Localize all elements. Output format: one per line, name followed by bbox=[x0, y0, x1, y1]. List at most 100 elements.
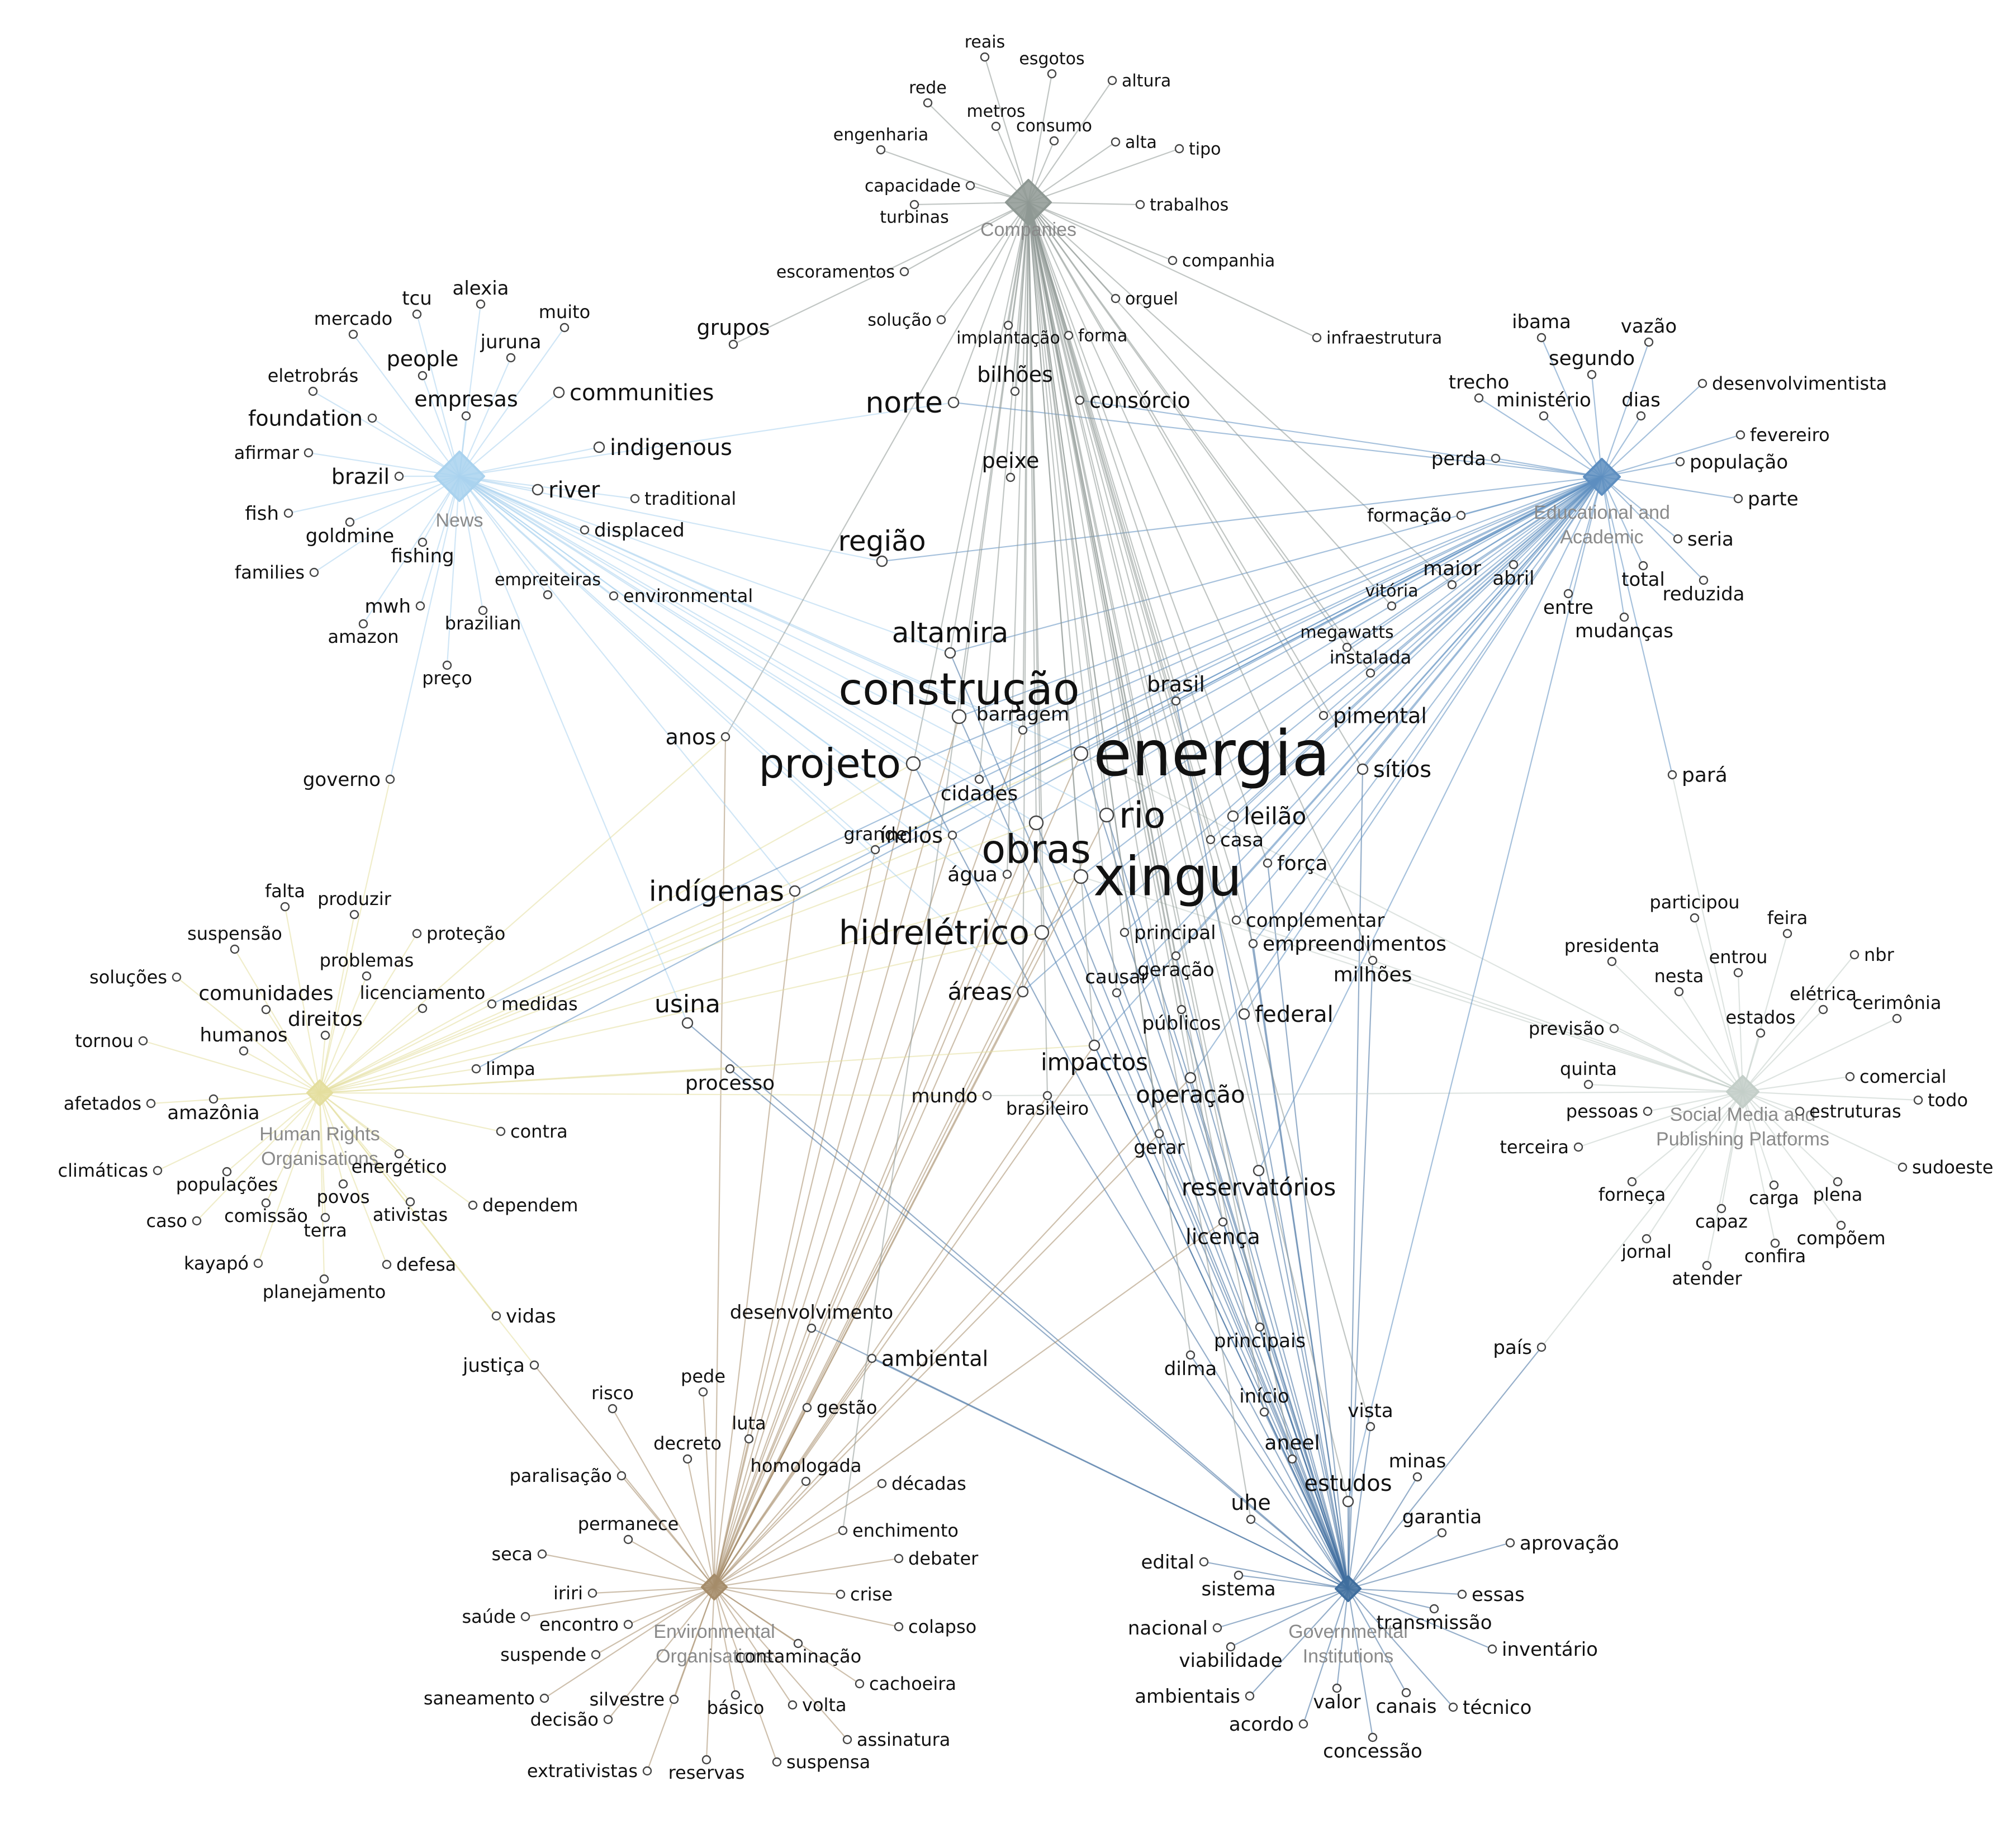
edge-governmental-105 bbox=[1180, 1009, 1349, 1589]
word-label: compõem bbox=[1796, 1228, 1885, 1249]
word-node-dot bbox=[980, 52, 990, 62]
edge-educational-61 bbox=[1601, 476, 1739, 500]
hub-label-line: News bbox=[435, 510, 483, 531]
word-node-dot bbox=[909, 200, 919, 210]
word-node-dot bbox=[951, 709, 967, 724]
word-label: estruturas bbox=[1809, 1101, 1901, 1122]
word-node-dot bbox=[1042, 1091, 1052, 1101]
word-node-dot bbox=[630, 494, 640, 504]
word-label: vista bbox=[1348, 1400, 1393, 1422]
word-label: cerimônia bbox=[1853, 992, 1942, 1013]
edge-companies-205 bbox=[1027, 202, 1293, 1460]
word-label: problemas bbox=[320, 950, 414, 971]
word-label: início bbox=[1239, 1385, 1289, 1408]
edge-social_media-162 bbox=[1631, 1091, 1743, 1182]
word-node-dot bbox=[280, 902, 290, 912]
word-node-dot bbox=[468, 1200, 478, 1210]
edge-news-31 bbox=[459, 392, 559, 477]
word-node-dot bbox=[1702, 1261, 1712, 1271]
word-node-dot bbox=[1003, 320, 1013, 330]
edge-educational-69 bbox=[1601, 476, 1625, 618]
word-label: defesa bbox=[396, 1254, 456, 1275]
word-node-dot bbox=[807, 1323, 817, 1333]
word-node-dot bbox=[412, 929, 422, 939]
word-label: participou bbox=[1649, 892, 1739, 913]
word-node-dot bbox=[1253, 1164, 1265, 1177]
word-label: planejamento bbox=[263, 1281, 386, 1302]
word-label: homologada bbox=[751, 1455, 862, 1476]
edge-governmental-209 bbox=[1348, 1532, 1443, 1589]
word-node-dot bbox=[506, 353, 516, 363]
edge-governmental-203 bbox=[1264, 1411, 1349, 1589]
edge-educational-68 bbox=[1567, 476, 1603, 594]
edge-educational-57 bbox=[1601, 383, 1703, 477]
word-node-dot bbox=[855, 1679, 865, 1689]
word-label: índios bbox=[880, 823, 943, 847]
edge-governmental-82 bbox=[913, 763, 1349, 1589]
word-label: terra bbox=[303, 1220, 347, 1241]
word-label: confira bbox=[1744, 1245, 1806, 1267]
word-node-dot bbox=[1636, 411, 1646, 421]
word-label: paralisação bbox=[509, 1465, 612, 1486]
edge-companies-83 bbox=[1028, 202, 1363, 770]
word-node-dot bbox=[982, 1091, 992, 1101]
word-label: juruna bbox=[480, 331, 542, 353]
hub-label-line: Educational and bbox=[1534, 502, 1670, 523]
word-node-dot bbox=[772, 1757, 782, 1767]
edge-governmental-210 bbox=[1348, 1542, 1511, 1590]
edge-companies-18 bbox=[1028, 202, 1317, 338]
word-node-dot bbox=[348, 329, 358, 339]
word-label: megawatts bbox=[1300, 623, 1393, 642]
edge-environmental-174 bbox=[714, 1407, 808, 1588]
word-node-dot bbox=[345, 517, 355, 527]
edge-governmental-77 bbox=[1175, 700, 1349, 1589]
word-label: sudoeste bbox=[1912, 1157, 1993, 1178]
word-node-dot bbox=[789, 885, 801, 897]
edge-news-27 bbox=[458, 357, 512, 477]
edge-environmental-170 bbox=[713, 1328, 813, 1588]
edge-educational-54 bbox=[1478, 397, 1602, 477]
edge-companies-72 bbox=[1028, 202, 1371, 674]
word-layer: reaisesgotosalturaredemetrosconsumoengen… bbox=[58, 32, 1994, 1783]
word-label: debater bbox=[908, 1548, 979, 1569]
word-node-dot bbox=[1913, 1095, 1923, 1105]
word-node-dot bbox=[1795, 1106, 1805, 1116]
word-node-dot bbox=[382, 1259, 392, 1269]
word-label: fish bbox=[245, 503, 279, 525]
word-node-dot bbox=[867, 1353, 877, 1363]
edge-human_rights-130 bbox=[157, 1092, 320, 1171]
word-label: trecho bbox=[1449, 371, 1510, 394]
word-label: aneel bbox=[1264, 1432, 1320, 1455]
word-label: nbr bbox=[1864, 944, 1895, 965]
edge-companies-8 bbox=[1028, 148, 1180, 203]
edge-social_media-159 bbox=[1578, 1091, 1743, 1148]
edge-educational-65 bbox=[1601, 476, 1704, 581]
word-label: carga bbox=[1749, 1187, 1799, 1209]
edge-human_rights-117 bbox=[319, 914, 355, 1093]
edge-companies-86 bbox=[1027, 202, 1234, 817]
edge-governmental-218 bbox=[1249, 1588, 1349, 1697]
word-node-dot bbox=[1168, 255, 1178, 266]
word-node-dot bbox=[520, 1612, 530, 1622]
edge-environmental-173 bbox=[702, 1391, 715, 1588]
word-label: preço bbox=[422, 667, 472, 689]
word-node-dot bbox=[1073, 869, 1089, 884]
word-node-dot bbox=[338, 1179, 348, 1189]
word-node-dot bbox=[1246, 1514, 1256, 1524]
edge-companies-100 bbox=[1027, 202, 1374, 961]
edge-companies-70 bbox=[1028, 202, 1392, 607]
word-node-dot bbox=[1342, 1495, 1354, 1508]
word-label: extrativistas bbox=[527, 1760, 638, 1782]
word-node-dot bbox=[1667, 770, 1677, 780]
word-node-dot bbox=[1047, 69, 1057, 79]
word-node-dot bbox=[842, 1735, 852, 1745]
edge-governmental-113 bbox=[1158, 1133, 1349, 1589]
edge-companies-112 bbox=[1027, 202, 1049, 1096]
word-label: técnico bbox=[1463, 1697, 1531, 1719]
word-node-dot bbox=[385, 774, 395, 784]
edge-educational-101 bbox=[1022, 476, 1602, 992]
edge-environmental-112 bbox=[714, 1095, 1048, 1588]
edge-news-85 bbox=[459, 476, 1107, 816]
